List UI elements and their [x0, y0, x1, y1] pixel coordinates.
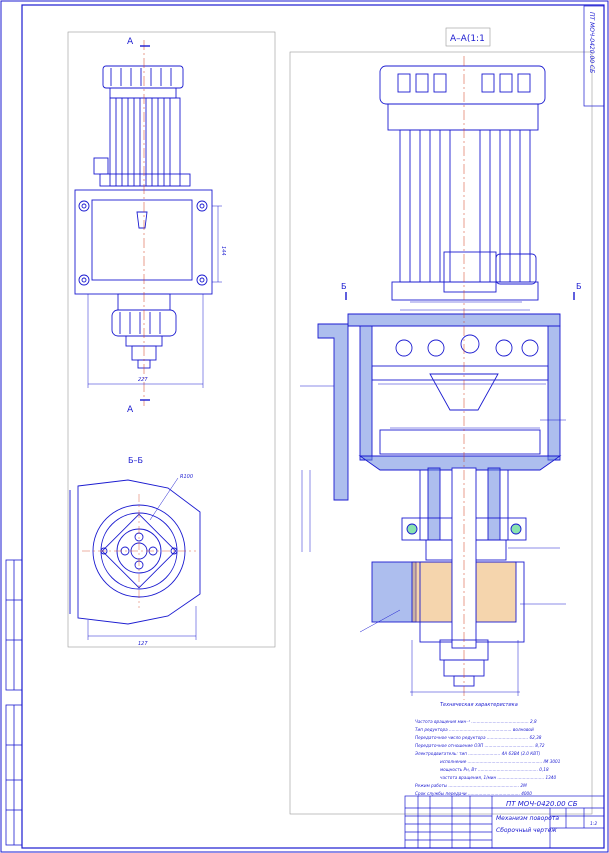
section-aa-motor: [379, 65, 546, 301]
section-aa-title-box: [445, 27, 491, 47]
front-view-dimension-lines: [87, 40, 222, 406]
spec-row-10: Срок службы передачи ...................…: [415, 791, 532, 796]
spec-row-6: исполнение .............................…: [440, 759, 561, 764]
front-view-motor: [74, 65, 213, 369]
title-block: [404, 795, 605, 849]
view-marker-a-top: A: [127, 37, 134, 47]
section-aa-dimension-lines: [300, 292, 575, 696]
section-bb-label: Б–Б: [128, 456, 143, 465]
view-border-right: [289, 51, 593, 815]
spec-row-1: Частота вращения мин⁻¹ .................…: [415, 719, 537, 724]
spec-row-5: Электродвигатель: тип ..................…: [415, 751, 541, 756]
dimension-r100: R100: [180, 474, 193, 480]
dimension-144: 144: [220, 246, 226, 256]
dimension-127: 127: [138, 641, 148, 647]
section-aa-label: A–A(1:1: [450, 34, 485, 44]
spec-row-4: Передаточное отношение ОЗП .............…: [415, 743, 545, 748]
spec-row-2: Тип редуктора ..........................…: [415, 727, 534, 732]
cut-marker-b-right: Б: [576, 282, 582, 291]
spec-row-8: частота вращения, 1/мин ................…: [440, 775, 557, 780]
left-margin-stamps: [5, 559, 23, 846]
section-bb-view: [69, 477, 201, 640]
corner-code: ПТ МОЧ-0420.00 СБ: [588, 12, 595, 73]
title-line-1: Механизм поворота: [496, 815, 559, 822]
spec-heading: Техническая характеристика: [440, 702, 518, 708]
corner-code-box: [583, 5, 605, 107]
spec-row-7: мощность Рн, Вт ........................…: [440, 767, 549, 772]
view-marker-a-bottom: A: [127, 405, 134, 415]
section-bb-centerlines: [82, 494, 196, 608]
spec-row-3: Передаточное число редуктора ...........…: [415, 735, 542, 740]
dimension-227: 227: [138, 377, 148, 383]
section-aa-gearbox: [317, 313, 562, 687]
spec-row-9: Режим работы ...........................…: [415, 783, 527, 788]
drawing-frame: [21, 4, 605, 849]
cut-marker-b-left: Б: [341, 282, 347, 291]
title-line-2: Сборочный чертеж: [496, 827, 557, 834]
doc-code: ПТ МОЧ-0420.00 СБ: [506, 800, 578, 808]
sheet-scale: 1:2: [590, 821, 597, 827]
view-border-left: [67, 31, 276, 648]
